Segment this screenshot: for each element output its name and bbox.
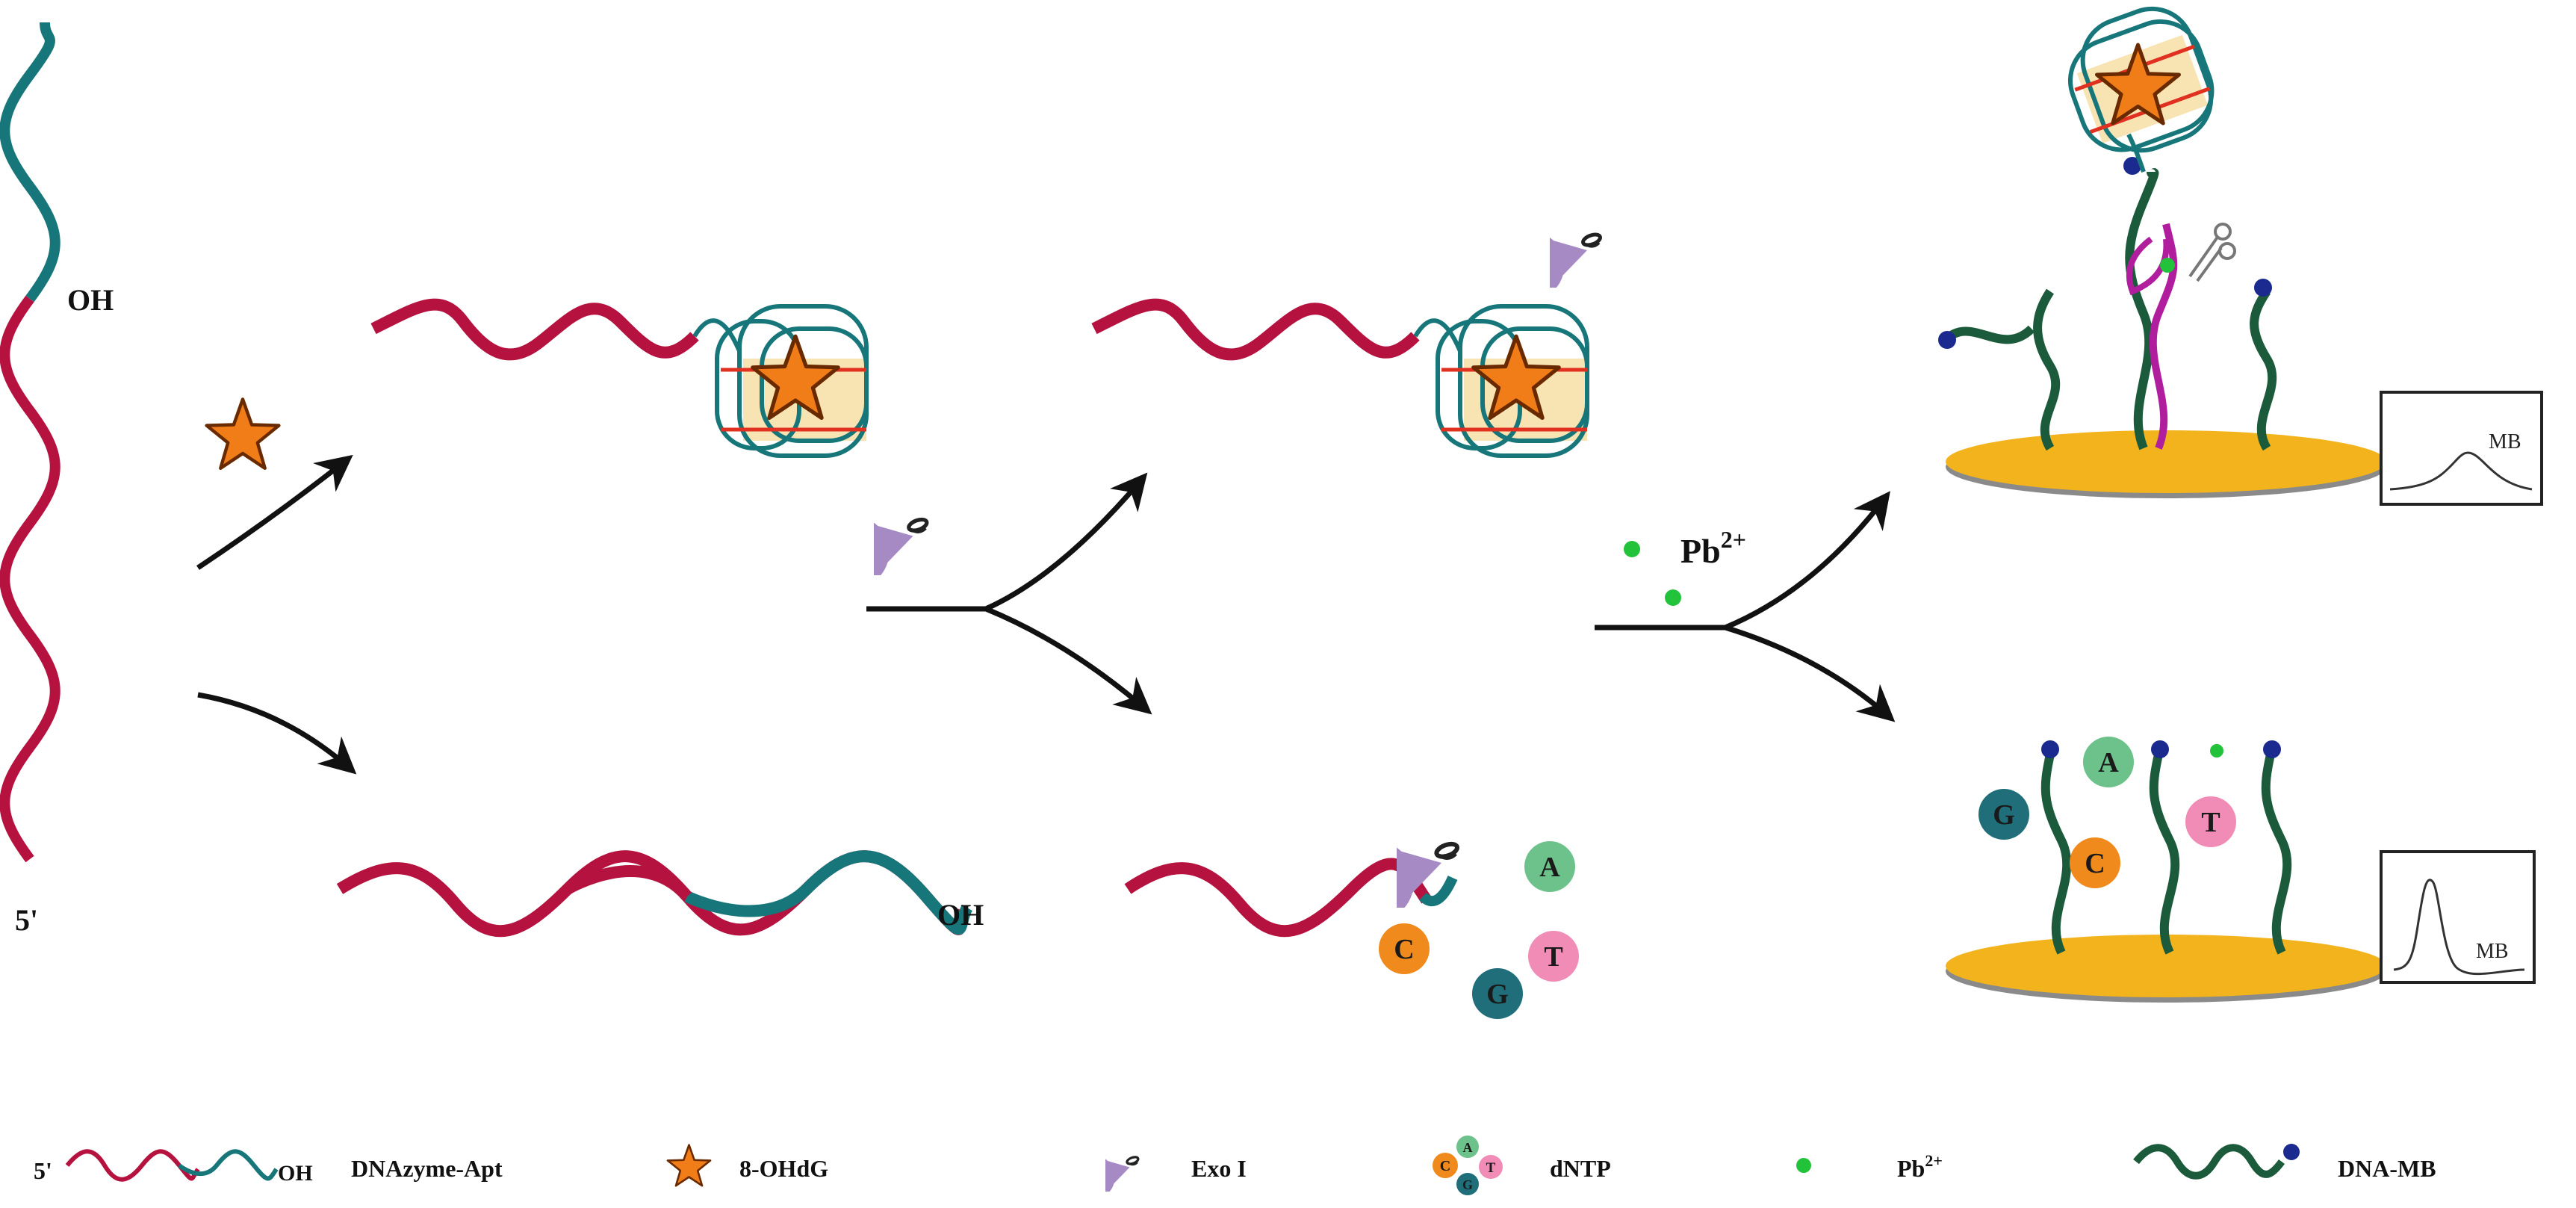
arrow-upper-branch bbox=[196, 454, 353, 570]
cleavage-complex bbox=[2123, 157, 2178, 450]
legend-dntp-letter: A bbox=[1463, 1140, 1473, 1155]
legend-item-exo-i: Exo I bbox=[1105, 1144, 1247, 1192]
aptamer-star-top-complex bbox=[2067, 6, 2215, 173]
legend-item-8-ohdg: 8-OHdG bbox=[666, 1144, 828, 1187]
legend-star-icon bbox=[666, 1144, 712, 1187]
five-prime-label-left: 5' bbox=[15, 903, 38, 937]
mb-label-top: MB bbox=[2489, 430, 2521, 453]
nucleotide-letter: A bbox=[2098, 747, 2119, 778]
pb-ion-dot bbox=[1665, 589, 1681, 606]
exo-i-icon-digesting bbox=[1323, 823, 1459, 932]
nucleotide-a: A bbox=[2083, 737, 2134, 787]
dntp-middle-group: A C G T bbox=[1379, 841, 1579, 1019]
nucleotide-t: T bbox=[2185, 796, 2236, 847]
dnazyme-apt-strand-vertical bbox=[0, 22, 60, 863]
legend-label-exo-i: Exo I bbox=[1191, 1155, 1247, 1182]
scissors-icon bbox=[2188, 223, 2236, 282]
legend-label-dna-mb: DNA-MB bbox=[2338, 1155, 2436, 1182]
dnazyme-apt-linear-strand bbox=[336, 850, 973, 938]
nucleotide-c: C bbox=[1379, 923, 1430, 974]
nucleotide-letter: G bbox=[1993, 799, 2015, 831]
oh-label-top: OH bbox=[67, 283, 114, 317]
dna-mb-probes-lower bbox=[2040, 740, 2292, 955]
nucleotide-letter: A bbox=[1539, 852, 1560, 883]
nucleotide-letter: G bbox=[1486, 979, 1509, 1010]
legend-item-pb: Pb2+ bbox=[1796, 1151, 1943, 1182]
pb-ion-charge: 2+ bbox=[1721, 526, 1746, 553]
nucleotide-g: G bbox=[1978, 789, 2029, 840]
legend-label-pb: Pb2+ bbox=[1897, 1151, 1943, 1182]
legend-item-dna-mb: DNA-MB bbox=[2133, 1144, 2436, 1182]
pb-ion-text: Pb bbox=[1680, 532, 1721, 570]
nucleotide-a: A bbox=[1524, 841, 1575, 892]
legend-label-dntp: dNTP bbox=[1550, 1155, 1611, 1182]
exo-i-icon-blocked bbox=[1488, 217, 1601, 308]
pb-ion-label: Pb2+ bbox=[1680, 526, 1746, 570]
legend-label-dnazyme-apt: DNAzyme-Apt bbox=[351, 1155, 503, 1182]
arrow-right-upper bbox=[1724, 491, 1890, 631]
arrow-lower-branch bbox=[197, 692, 357, 775]
nucleotide-letter: C bbox=[1394, 934, 1414, 965]
pb-ion-dot bbox=[1624, 541, 1640, 557]
arrow-middle-lower bbox=[984, 606, 1152, 715]
legend-exo-i-icon bbox=[1105, 1144, 1140, 1192]
nucleotide-g: G bbox=[1472, 968, 1523, 1019]
legend-dntp-letter: T bbox=[1486, 1160, 1496, 1176]
nucleotide-c: C bbox=[2070, 837, 2120, 888]
nucleotide-letter: T bbox=[2201, 807, 2220, 838]
arrow-middle-upper bbox=[984, 472, 1148, 612]
legend-five-prime: 5' bbox=[34, 1157, 52, 1184]
legend-item-dnazyme-apt: 5' OH DNAzyme-Apt bbox=[34, 1149, 503, 1186]
nucleotide-t: T bbox=[1528, 931, 1579, 982]
dntp-right-group: G A C T bbox=[1978, 737, 2236, 888]
signal-plot-lower: MB bbox=[2380, 850, 2536, 984]
oh-label-bottom: OH bbox=[937, 898, 984, 932]
legend-label-8-ohdg: 8-OHdG bbox=[739, 1155, 828, 1182]
legend-dntp-letter: C bbox=[1440, 1158, 1450, 1174]
exo-i-icon bbox=[809, 501, 928, 596]
electrode-upper bbox=[1946, 430, 2386, 498]
dnazyme-apt-bound-complex bbox=[370, 298, 869, 458]
arrow-right-lower bbox=[1724, 625, 1896, 722]
nucleotide-letter: T bbox=[1544, 941, 1562, 973]
legend: 5' OH DNAzyme-Apt 8-OHdG Exo I C A G T d… bbox=[34, 1136, 2436, 1195]
protected-aptamer-complex bbox=[1091, 298, 1589, 458]
legend-item-dntp: C A G T dNTP bbox=[1433, 1136, 1611, 1195]
mb-label-bottom: MB bbox=[2476, 940, 2509, 963]
dna-mb-probes-upper bbox=[1938, 279, 2277, 451]
8-ohdg-star-icon bbox=[207, 399, 279, 468]
legend-oh: OH bbox=[278, 1161, 313, 1186]
nucleotide-letter: C bbox=[2085, 848, 2105, 879]
legend-dntp-letter: G bbox=[1462, 1177, 1473, 1192]
legend-pb-charge: 2+ bbox=[1925, 1151, 1943, 1170]
signal-plot-upper: MB bbox=[2380, 391, 2543, 506]
legend-pb-text: Pb bbox=[1897, 1155, 1925, 1182]
